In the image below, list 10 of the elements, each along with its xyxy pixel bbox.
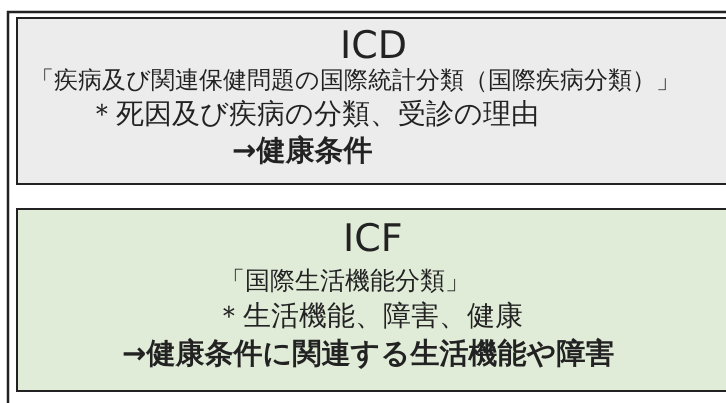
box-heading: ICD [340,25,408,67]
text-box [16,17,726,185]
note: ＊生活機能、障害、健康 [215,301,523,332]
text-box [16,208,726,392]
conclusion: →健康条件に関連する生活機能や障害 [122,338,614,370]
conclusion: →健康条件 [232,135,372,167]
note: ＊死因及び疾病の分類、受診の理由 [88,99,539,130]
subtitle: 「国際生活機能分類」 [220,267,470,294]
box-heading: ICF [343,218,403,260]
subtitle: 「疾病及び関連保健問題の国際統計分類（国際疾病分類）」 [30,67,680,94]
